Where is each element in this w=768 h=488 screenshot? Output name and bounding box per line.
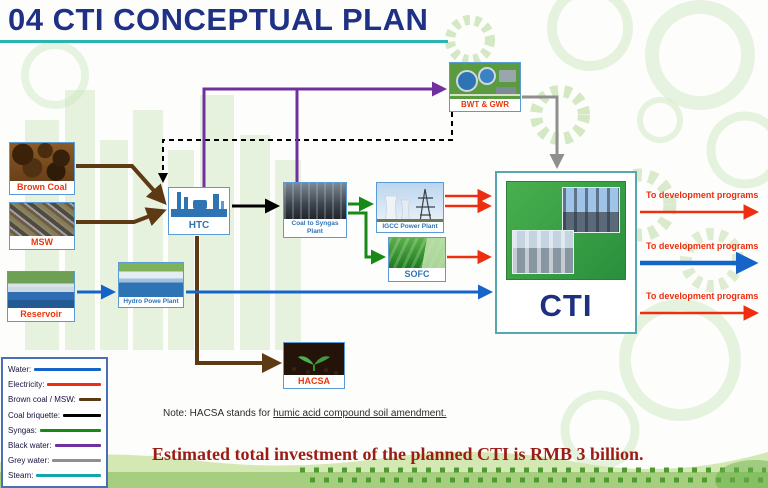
arrow-blackwater-htc-to-bwt bbox=[202, 81, 447, 187]
node-msw: MSW bbox=[9, 202, 75, 251]
investment-statement: Estimated total investment of the planne… bbox=[152, 444, 644, 464]
coal-to-syngas-image bbox=[284, 183, 346, 219]
legend-line-browncoal bbox=[78, 398, 101, 402]
coal-to-syngas-label: Coal to Syngas Plant bbox=[284, 219, 346, 238]
legend: Water: Electricity: Brown coal / MSW: Co… bbox=[1, 357, 108, 488]
hydro-label: Hydro Powe Plant bbox=[119, 297, 183, 308]
hacsa-label: HACSA bbox=[284, 375, 344, 389]
legend-line-water bbox=[34, 368, 101, 372]
legend-item-syngas: Syngas: bbox=[8, 423, 101, 438]
page-title: 04 CTI CONCEPTUAL PLAN bbox=[8, 2, 429, 37]
legend-item-steam: Steam: bbox=[8, 468, 101, 483]
reservoir-image bbox=[8, 272, 74, 308]
node-igcc: IGCC Power Plant bbox=[376, 182, 444, 234]
msw-label: MSW bbox=[10, 236, 74, 250]
cti-image bbox=[506, 181, 626, 280]
cti-label: CTI bbox=[539, 288, 593, 323]
igcc-label: IGCC Power Plant bbox=[377, 222, 443, 233]
hacsa-note: Note: HACSA stands for humic acid compou… bbox=[163, 408, 447, 419]
node-cti: CTI bbox=[495, 171, 637, 334]
legend-item-electricity: Electricity: bbox=[8, 377, 101, 392]
output-label-2: To development programs bbox=[646, 241, 759, 251]
node-brown-coal: Brown Coal bbox=[9, 142, 75, 196]
legend-label: Steam: bbox=[8, 471, 34, 481]
legend-label: Brown coal / MSW: bbox=[8, 395, 76, 405]
node-htc: HTC bbox=[168, 187, 230, 235]
legend-label: Coal briquette: bbox=[8, 410, 61, 420]
arrow-greywater-bwt-to-cti bbox=[522, 95, 565, 169]
brown-coal-image bbox=[10, 143, 74, 181]
legend-line-steam bbox=[36, 474, 101, 478]
legend-line-syngas bbox=[39, 428, 101, 432]
brown-coal-label: Brown Coal bbox=[10, 181, 74, 195]
legend-label: Water: bbox=[8, 365, 32, 375]
node-hydro: Hydro Powe Plant bbox=[118, 262, 184, 309]
decor-rings bbox=[21, 0, 768, 470]
bwt-gwr-label: BWT & GWR bbox=[450, 99, 520, 111]
sofc-image bbox=[389, 238, 445, 268]
node-bwt-gwr: BWT & GWR bbox=[449, 62, 521, 112]
hacsa-image bbox=[284, 343, 344, 375]
cti-powerplant-photo bbox=[562, 187, 620, 233]
legend-item-grey-water: Grey water: bbox=[8, 453, 101, 468]
reservoir-label: Reservoir bbox=[8, 308, 74, 322]
legend-label: Electricity: bbox=[8, 380, 45, 390]
legend-line-coal-briquette bbox=[63, 413, 101, 417]
cti-coolingtower-photo bbox=[512, 230, 574, 274]
htc-label: HTC bbox=[169, 219, 229, 234]
hydro-image bbox=[119, 263, 183, 297]
arrow-msw-to-htc bbox=[76, 207, 167, 227]
note-underlined: humic acid compound soil amendment. bbox=[273, 408, 447, 419]
node-coal-to-syngas: Coal to Syngas Plant bbox=[283, 182, 347, 239]
arrow-browncoal-to-htc bbox=[76, 164, 167, 205]
htc-icon bbox=[171, 192, 227, 217]
node-reservoir: Reservoir bbox=[7, 271, 75, 323]
legend-line-grey-water bbox=[52, 459, 101, 463]
node-sofc: SOFC bbox=[388, 237, 446, 283]
legend-item-water: Water: bbox=[8, 362, 101, 377]
output-label-3: To development programs bbox=[646, 291, 759, 301]
legend-line-black-water bbox=[54, 444, 101, 448]
legend-item-black-water: Black water: bbox=[8, 438, 101, 453]
legend-label: Grey water: bbox=[8, 456, 50, 466]
bottom-band bbox=[0, 451, 768, 488]
legend-item-coal-briquette: Coal briquette: bbox=[8, 408, 101, 423]
sofc-label: SOFC bbox=[389, 268, 445, 282]
note-prefix: Note: HACSA stands for bbox=[163, 408, 274, 419]
node-hacsa: HACSA bbox=[283, 342, 345, 390]
bwt-gwr-image bbox=[450, 63, 520, 99]
legend-label: Black water: bbox=[8, 441, 52, 451]
legend-item-browncoal-msw: Brown coal / MSW: bbox=[8, 392, 101, 407]
arrow-htc-to-hacsa bbox=[195, 236, 282, 373]
output-label-1: To development programs bbox=[646, 190, 759, 200]
msw-image bbox=[10, 203, 74, 236]
igcc-image bbox=[377, 183, 443, 222]
legend-line-electricity bbox=[47, 383, 101, 387]
arrow-recycle-dashed bbox=[158, 112, 453, 183]
legend-label: Syngas: bbox=[8, 425, 37, 435]
title-underline bbox=[0, 40, 448, 43]
arrow-syngas-to-sofc bbox=[348, 211, 386, 265]
